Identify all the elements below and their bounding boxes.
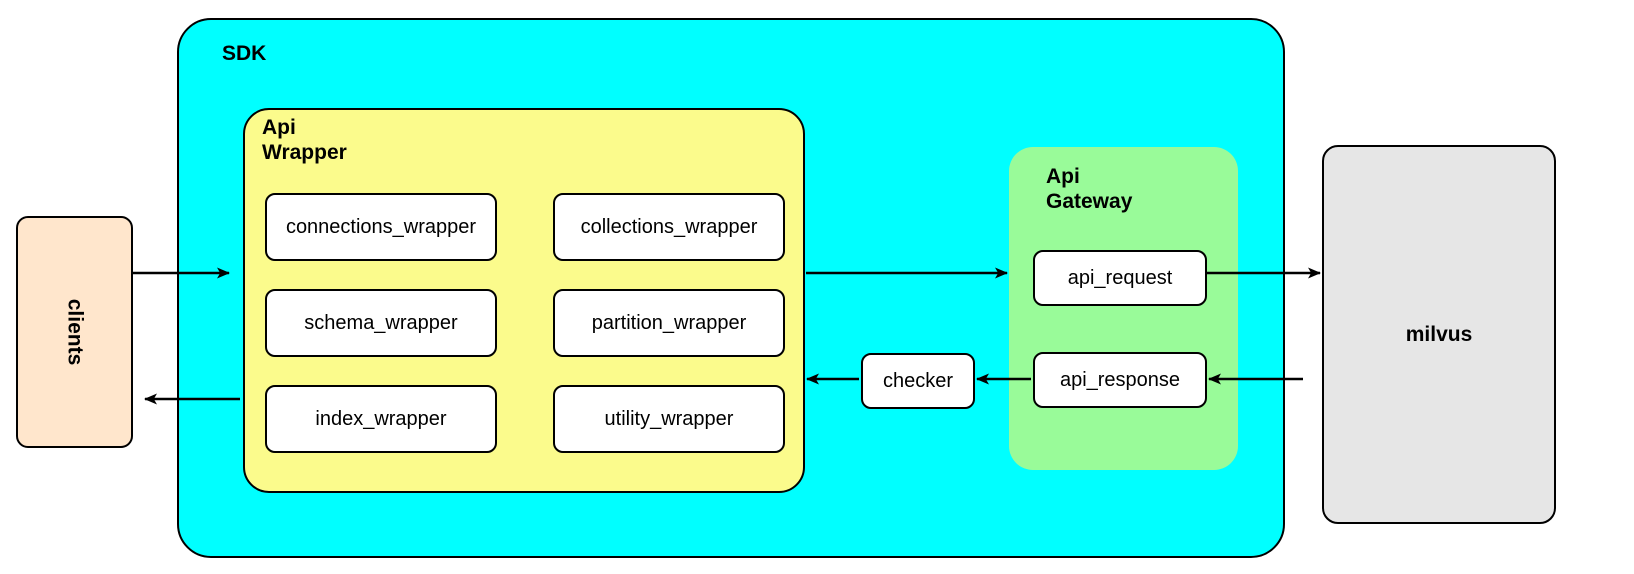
node-label: api_request	[1067, 266, 1173, 289]
node-api-request[interactable]: api_request	[1033, 250, 1207, 306]
node-milvus[interactable]: milvus	[1322, 145, 1556, 524]
sdk-container-label: SDK	[222, 42, 267, 65]
api-gateway-container-label: Api Gateway	[1046, 165, 1133, 213]
node-index-wrapper[interactable]: index_wrapper	[265, 385, 497, 453]
node-partition-wrapper[interactable]: partition_wrapper	[553, 289, 785, 357]
node-label: index_wrapper	[315, 407, 447, 430]
node-label: utility_wrapper	[604, 407, 734, 430]
node-label: checker	[882, 369, 954, 392]
api-gateway-container[interactable]	[1009, 147, 1238, 470]
node-clients[interactable]: clients	[16, 216, 133, 448]
node-label: collections_wrapper	[580, 215, 758, 238]
node-label: schema_wrapper	[304, 311, 458, 334]
node-label: clients	[63, 298, 87, 366]
node-connections-wrapper[interactable]: connections_wrapper	[265, 193, 497, 261]
node-label: partition_wrapper	[591, 311, 747, 334]
api-wrapper-container-label: Api Wrapper	[262, 116, 347, 164]
node-label: api_response	[1059, 368, 1181, 391]
node-collections-wrapper[interactable]: collections_wrapper	[553, 193, 785, 261]
node-utility-wrapper[interactable]: utility_wrapper	[553, 385, 785, 453]
node-api-response[interactable]: api_response	[1033, 352, 1207, 408]
node-label: connections_wrapper	[285, 215, 477, 238]
node-label: milvus	[1405, 322, 1473, 346]
node-schema-wrapper[interactable]: schema_wrapper	[265, 289, 497, 357]
node-checker[interactable]: checker	[861, 353, 975, 409]
